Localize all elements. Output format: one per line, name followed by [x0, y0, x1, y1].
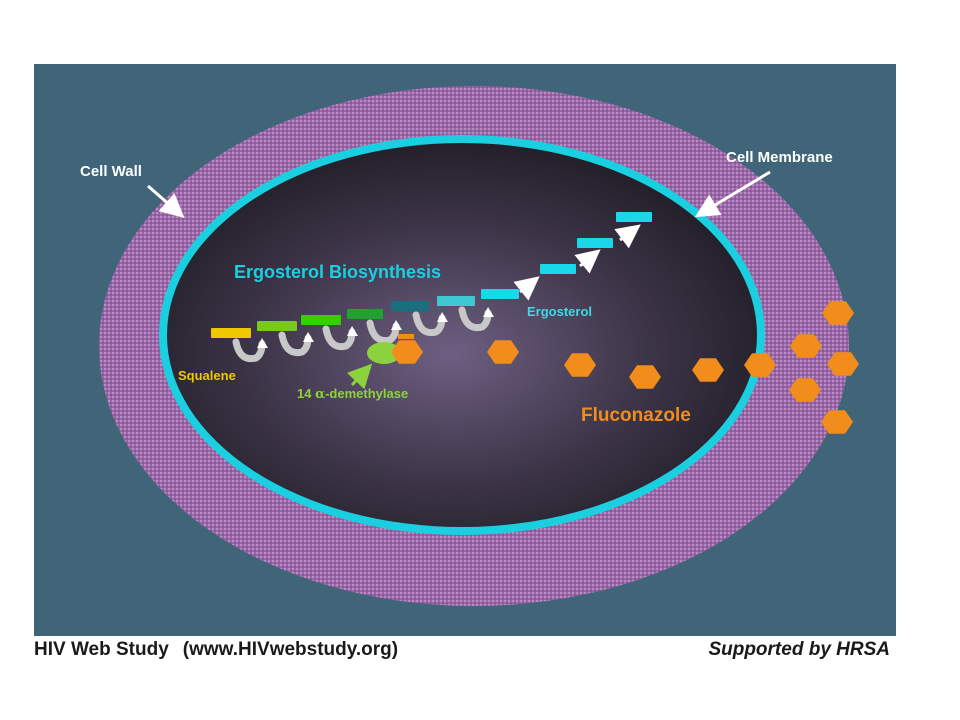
intermediate-9 — [577, 238, 613, 248]
curved-arrow-icon — [278, 331, 312, 357]
arrow-icon — [614, 224, 641, 249]
hexagon-icon — [790, 334, 822, 358]
arrow-icon — [574, 249, 601, 274]
cytoplasm — [167, 143, 757, 527]
intermediate-6 — [437, 296, 475, 306]
curved-arrow-icon — [458, 306, 492, 332]
footer-url: (www.HIVwebstudy.org) — [182, 639, 399, 660]
fluconazole-molecules — [391, 301, 859, 434]
enzyme-label: 14 α-demethylase — [297, 386, 408, 402]
hexagon-icon — [789, 378, 821, 402]
footer-source: HIV Web Study (www.HIVwebstudy.org) — [34, 639, 398, 661]
intermediate-squalene — [211, 328, 251, 338]
blocked-step-marker — [398, 334, 414, 339]
enzyme-arrow-icon — [346, 363, 373, 390]
hexagon-icon — [391, 340, 423, 364]
curved-arrow-icon — [366, 319, 400, 345]
intermediate-3 — [301, 315, 341, 325]
hexagon-icon — [821, 410, 853, 434]
hexagon-icon — [629, 365, 661, 389]
conversion-arrowheads — [257, 307, 494, 348]
footer-title: HIV Web Study — [34, 639, 169, 660]
arrow-icon — [257, 338, 268, 348]
hexagon-icon — [692, 358, 724, 382]
hexagon-icon — [827, 352, 859, 376]
hexagon-icon — [744, 353, 776, 377]
intermediate-5 — [391, 301, 429, 311]
cell-wall-arrow-icon — [147, 184, 185, 218]
curved-arrow-icon — [322, 325, 356, 351]
pathway-title: Ergosterol Biosynthesis — [234, 262, 441, 282]
late-pathway-arrows — [513, 224, 641, 301]
biosynthesis-pathway — [211, 212, 652, 338]
intermediate-4 — [347, 309, 383, 319]
conversion-arrows — [232, 306, 492, 363]
footer-support: Supported by HRSA — [708, 639, 890, 660]
arrow-icon — [347, 326, 358, 336]
intermediate-2 — [257, 321, 297, 331]
curved-arrow-icon — [412, 311, 446, 337]
demethylase-enzyme — [367, 342, 401, 364]
intermediate-ergosterol — [616, 212, 652, 222]
cell-wall-label: Cell Wall — [80, 163, 142, 180]
arrow-icon — [513, 276, 540, 301]
arrow-icon — [303, 332, 314, 342]
intermediate-7 — [481, 289, 519, 299]
hexagon-icon — [564, 353, 596, 377]
hexagon-icon — [822, 301, 854, 325]
squalene-label: Squalene — [178, 368, 236, 383]
arrow-icon — [437, 312, 448, 322]
fluconazole-label: Fluconazole — [581, 405, 691, 426]
arrow-icon — [483, 307, 494, 317]
curved-arrow-icon — [232, 338, 266, 363]
hexagon-icon — [487, 340, 519, 364]
cell-membrane-arrow-icon — [694, 170, 771, 218]
ergosterol-label: Ergosterol — [527, 304, 592, 319]
intermediate-8 — [540, 264, 576, 274]
arrow-icon — [391, 320, 402, 330]
cell-membrane-label: Cell Membrane — [726, 149, 833, 166]
